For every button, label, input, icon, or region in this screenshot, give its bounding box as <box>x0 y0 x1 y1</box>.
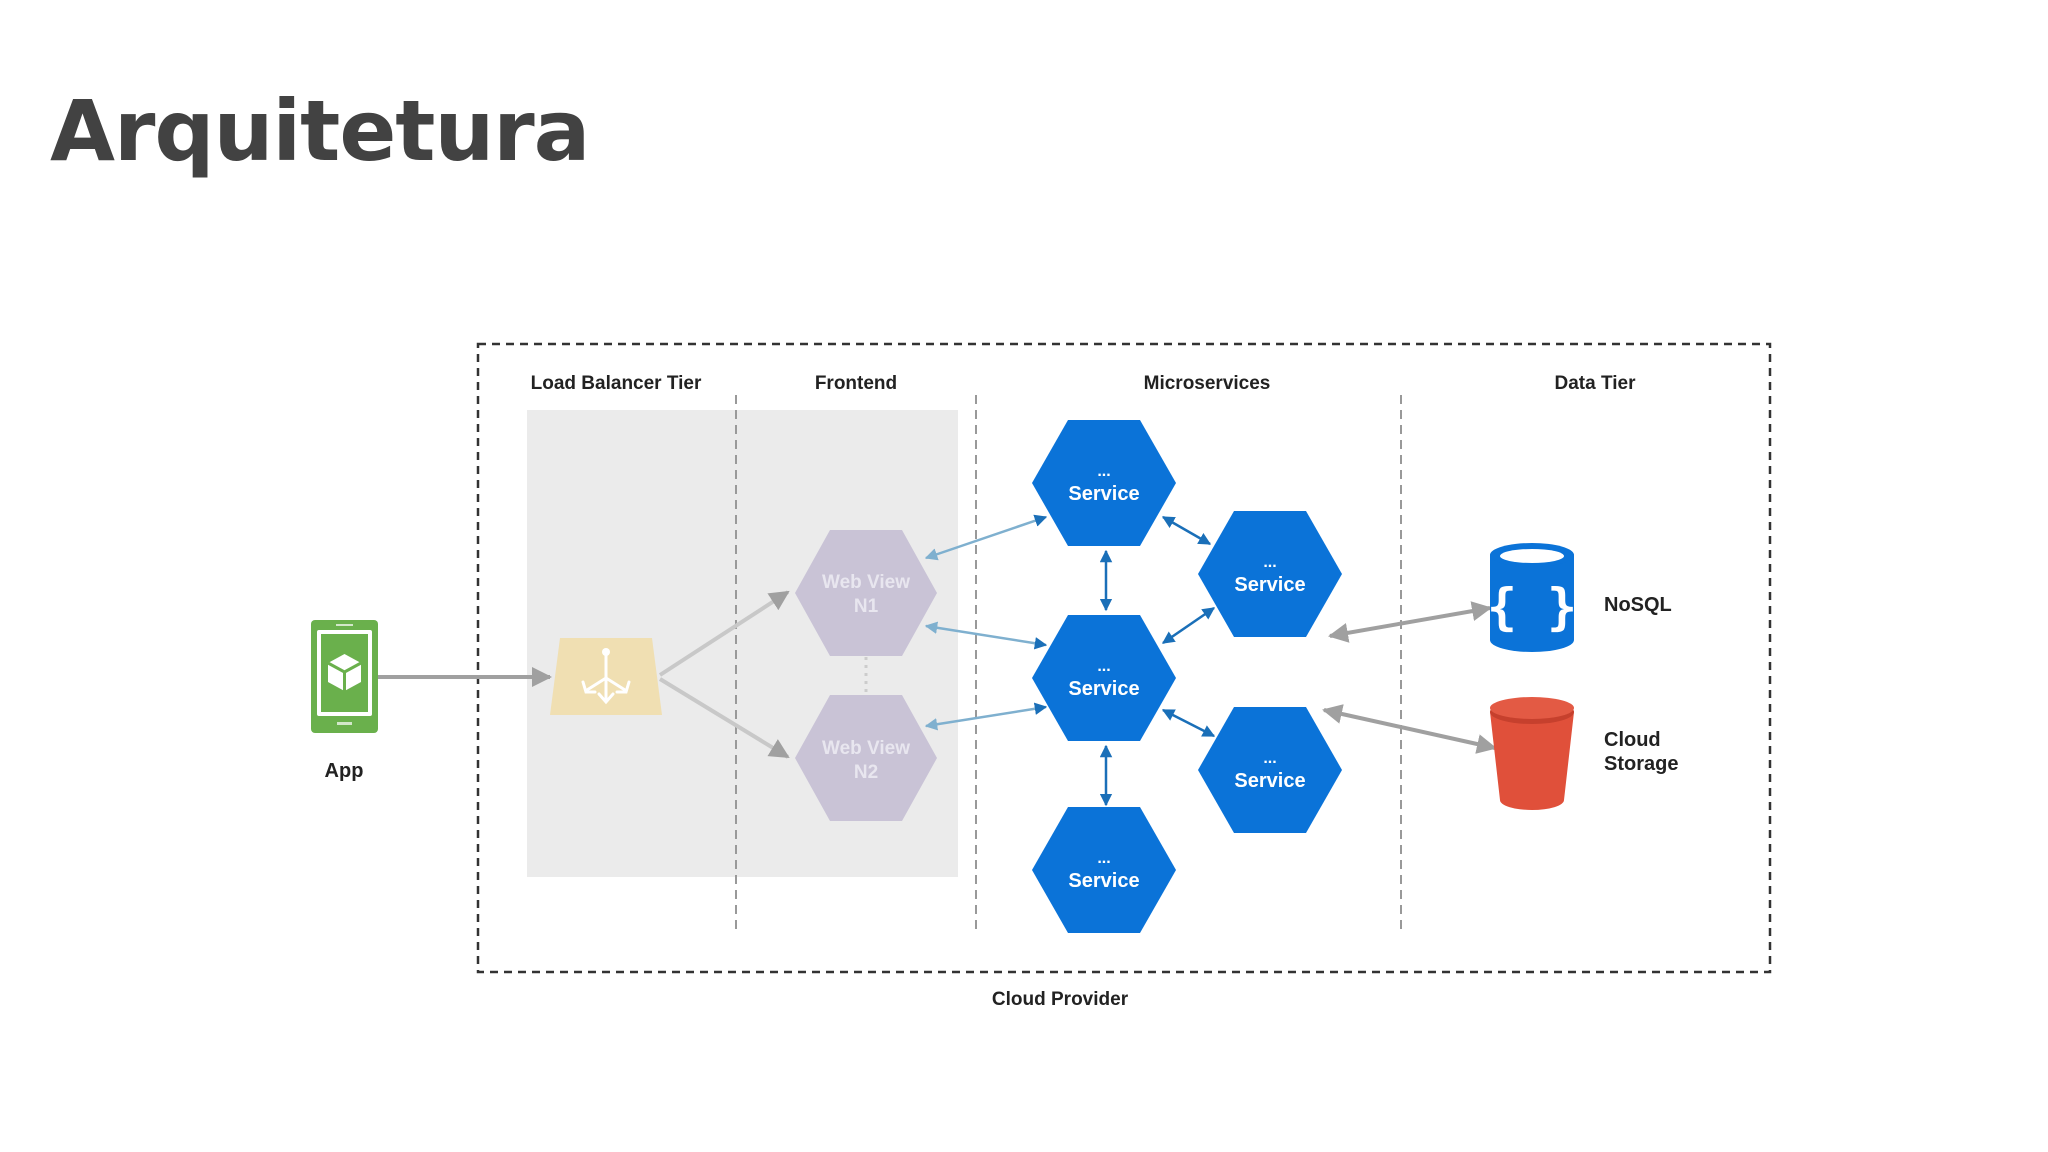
tier-label-data: Data Tier <box>1555 373 1637 394</box>
service-dots: ... <box>1263 750 1276 767</box>
app-label: App <box>325 760 364 782</box>
arrow-service-3-service-4 <box>1161 708 1216 738</box>
storage-bucket-icon <box>1490 697 1574 810</box>
cloud-provider-label: Cloud Provider <box>992 989 1129 1010</box>
arrow-service-1-service-2 <box>1161 515 1212 546</box>
page-title: Arquitetura <box>50 82 590 180</box>
web-view-n1: Web View N1 <box>795 530 937 656</box>
web-view-n2: Web View N2 <box>795 695 937 821</box>
svg-text:{ }: { } <box>1487 578 1577 636</box>
service-dots: ... <box>1097 850 1110 867</box>
arrow-webview-n1-service-3 <box>924 621 1048 650</box>
nosql-database-icon: { } <box>1487 543 1577 652</box>
service-label: Service <box>1068 678 1139 700</box>
web-view-n1-line2: N1 <box>854 596 879 617</box>
arrow-lb-to-webview-n2 <box>658 677 790 759</box>
service-label: Service <box>1234 574 1305 596</box>
service-dots: ... <box>1097 658 1110 675</box>
service-label: Service <box>1234 770 1305 792</box>
web-view-n1-line1: Web View <box>822 572 910 593</box>
arrow-lb-to-webview-n1 <box>658 590 790 677</box>
service-node: ... Service <box>1032 615 1176 741</box>
service-node: ... Service <box>1198 511 1342 637</box>
arrow-webview-n2-service-3 <box>924 702 1048 731</box>
load-balancer-icon <box>550 638 662 715</box>
service-dots: ... <box>1097 463 1110 480</box>
web-view-n2-line1: Web View <box>822 738 910 759</box>
cloud-storage-label-line2: Storage <box>1604 753 1678 775</box>
tier-label-frontend: Frontend <box>815 373 897 394</box>
mobile-app-icon <box>311 620 378 733</box>
cloud-storage-label-line1: Cloud <box>1604 729 1661 751</box>
arrow-webview-n1-service-1 <box>924 514 1048 561</box>
arrow-service-2-nosql <box>1328 601 1492 643</box>
service-node: ... Service <box>1032 807 1176 933</box>
arrow-service-3-service-2 <box>1161 606 1216 645</box>
nosql-label: NoSQL <box>1604 594 1672 616</box>
arrow-service-4-storage <box>1322 704 1497 754</box>
tier-label-load-balancer: Load Balancer Tier <box>531 373 702 394</box>
cloud-provider-boundary <box>476 342 1772 974</box>
service-dots: ... <box>1263 554 1276 571</box>
web-view-n2-line2: N2 <box>854 762 878 783</box>
service-label: Service <box>1068 870 1139 892</box>
service-label: Service <box>1068 483 1139 505</box>
service-node: ... Service <box>1032 420 1176 546</box>
tier-label-microservices: Microservices <box>1144 373 1271 394</box>
service-node: ... Service <box>1198 707 1342 833</box>
